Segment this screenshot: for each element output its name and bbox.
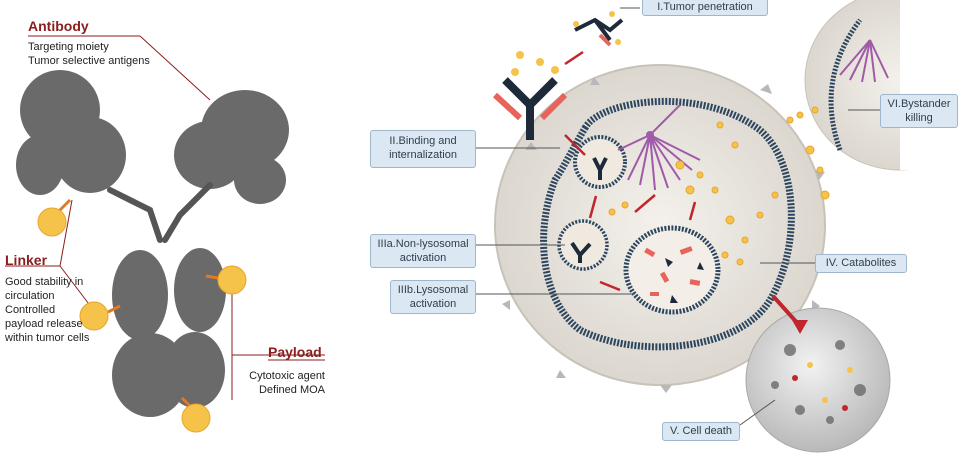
payload-sphere: [37, 207, 67, 237]
callout-bystander-line2: killing: [905, 112, 933, 124]
callout-catabolites: IV. Catabolites: [815, 254, 907, 273]
callout-binding: II.Binding and internalization: [370, 130, 476, 168]
callout-non-lysosomal: IIIa.Non-lysosomal activation: [370, 234, 476, 268]
payload-sphere: [79, 301, 109, 331]
nuclear-membrane: [540, 97, 795, 351]
linker-desc-4: payload release: [5, 318, 83, 330]
linker-desc-2: circulation: [5, 290, 55, 302]
endosome: [573, 135, 627, 189]
hinge-region: [107, 182, 213, 243]
payload-sphere: [217, 265, 247, 295]
adc-free: [564, 11, 624, 66]
payload-desc-1: Cytotoxic agent: [249, 370, 325, 382]
callout-non-lysosomal-line1: IIIa.Non-lysosomal: [377, 238, 469, 250]
payload-heading: Payload: [268, 344, 322, 360]
neighbor-cell: [804, 0, 967, 171]
antibody-desc-2: Tumor selective antigens: [28, 55, 150, 67]
payload-desc-2: Defined MOA: [258, 384, 325, 396]
fab-arm-left: [16, 70, 126, 195]
callout-binding-line1: II.Binding and: [389, 135, 457, 147]
callout-lysosomal-line1: IIIb.Lysosomal: [397, 284, 469, 296]
linker-desc-3: Controlled: [5, 304, 56, 316]
payload-sphere: [181, 403, 211, 433]
dead-cell: [745, 307, 891, 453]
callout-lysosomal: IIIb.Lysosomal activation: [390, 280, 476, 314]
fc-region: [112, 248, 226, 417]
callout-bystander: VI.Bystander killing: [880, 94, 958, 128]
callout-bystander-line1: VI.Bystander: [887, 98, 951, 110]
antibody-heading: Antibody: [28, 18, 89, 34]
linker-desc-1: Good stability in: [5, 276, 84, 288]
tumor-cell: [494, 64, 830, 393]
callout-tumor-penetration: I.Tumor penetration: [642, 0, 768, 16]
antibody-desc-1: Targeting moiety: [28, 41, 109, 53]
linker-desc-5: within tumor cells: [5, 332, 90, 344]
antibody-structure-figure: [5, 35, 325, 433]
callout-lysosomal-line2: activation: [409, 298, 457, 310]
non-lysosomal-vesicle: [557, 219, 609, 271]
callout-cell-death: V. Cell death: [662, 422, 740, 441]
microtubule-aster: [617, 104, 701, 191]
adc-bound: [492, 51, 568, 140]
lysosome: [623, 225, 721, 315]
callout-non-lysosomal-line2: activation: [399, 252, 447, 264]
callout-binding-line2: internalization: [389, 149, 457, 161]
linker-heading: Linker: [5, 252, 48, 268]
fab-arm-right: [174, 90, 289, 204]
